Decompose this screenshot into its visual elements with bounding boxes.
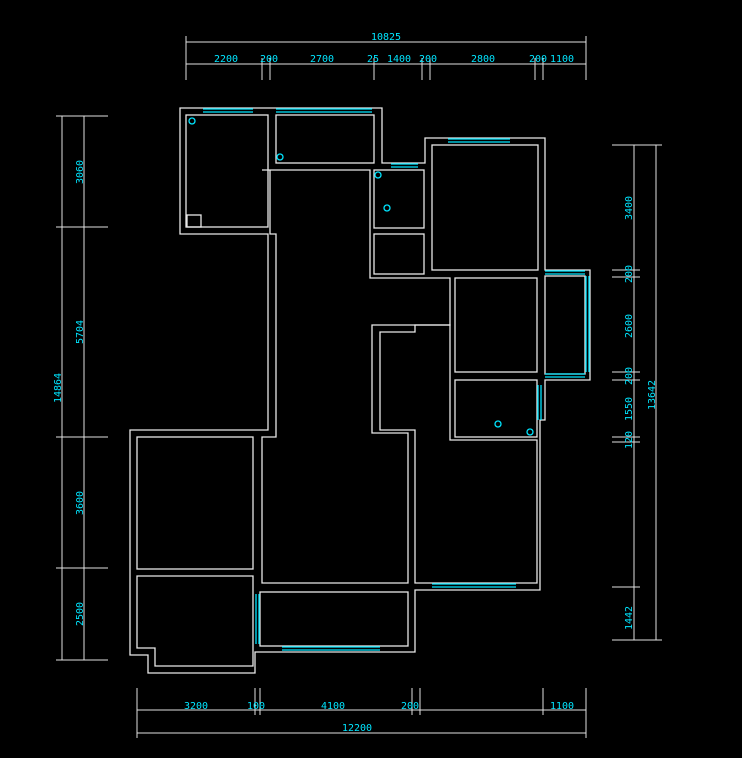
dim-top: 25 [367, 54, 379, 65]
dim-top-total: 10825 [371, 32, 401, 43]
dim-top: 2800 [471, 54, 495, 65]
room-bedroom-3 [379, 324, 538, 584]
room-bath-1 [185, 114, 269, 228]
dim-top: 2700 [310, 54, 334, 65]
drain-icon [188, 117, 196, 125]
dim-right: 200 [624, 367, 635, 385]
dim-top: 200 [260, 54, 278, 65]
dim-bottom: 100 [247, 701, 265, 712]
outer-wall [129, 107, 591, 674]
room-balcony-bottom [259, 591, 409, 647]
window [282, 646, 380, 651]
room-bedroom-4 [136, 436, 254, 570]
drain-icon [494, 420, 502, 428]
window [545, 270, 590, 378]
dim-bottom: 4100 [321, 701, 345, 712]
drain-icon [374, 171, 382, 179]
dim-bottom: 200 [401, 701, 419, 712]
dim-bottom: 3200 [184, 701, 208, 712]
dim-right-total: 13642 [647, 380, 658, 410]
dim-right: 1442 [624, 606, 635, 630]
room-living [261, 169, 451, 584]
window [432, 583, 516, 588]
drain-icon [526, 428, 534, 436]
dim-top: 1400 [387, 54, 411, 65]
dim-right: 1550 [624, 397, 635, 421]
window [276, 108, 372, 113]
window [203, 108, 253, 113]
dim-left: 2500 [75, 602, 86, 626]
room-bedroom-1 [431, 144, 539, 271]
dim-left-total: 14864 [53, 373, 64, 403]
dimension-labels: 10825 2200 200 2700 25 1400 200 2800 200… [53, 32, 658, 734]
room-small-1 [373, 169, 425, 229]
drain-icon [383, 204, 391, 212]
room-balcony [544, 275, 586, 375]
dim-left: 3600 [75, 491, 86, 515]
dim-right: 3400 [624, 196, 635, 220]
windows [203, 108, 590, 651]
window [537, 385, 542, 420]
dim-top: 2200 [214, 54, 238, 65]
dim-top: 200 [419, 54, 437, 65]
dim-right: 2600 [624, 314, 635, 338]
dim-left: 5704 [75, 320, 86, 344]
room-bedroom-2 [454, 277, 538, 373]
room-bath-2 [454, 379, 538, 438]
dim-top: 1100 [550, 54, 574, 65]
walls [129, 107, 591, 674]
dim-right: 120 [624, 431, 635, 449]
dim-left: 3060 [75, 160, 86, 184]
dim-top: 200 [529, 54, 547, 65]
drain-icon [276, 153, 284, 161]
room-bedroom-5 [136, 575, 254, 667]
window [391, 163, 418, 168]
window [448, 138, 510, 143]
fixture-box [186, 214, 202, 228]
room-small-2 [373, 233, 425, 275]
dim-bottom: 1100 [550, 701, 574, 712]
dimension-lines [56, 36, 662, 738]
room-kitchen-top [275, 114, 375, 164]
dim-right: 200 [624, 265, 635, 283]
window [255, 594, 260, 644]
dim-bottom-total: 12200 [342, 723, 372, 734]
